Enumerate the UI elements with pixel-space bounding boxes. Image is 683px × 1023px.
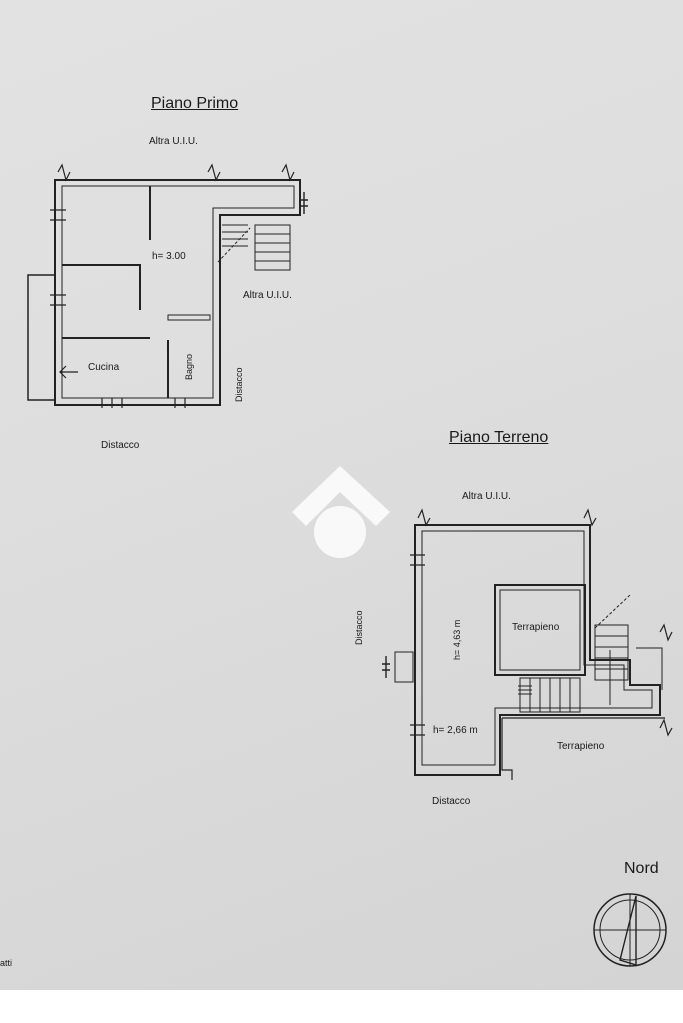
watermark-logo — [292, 466, 390, 558]
terreno-outer-wall — [414, 524, 661, 776]
terreno-right-room — [636, 647, 663, 690]
primo-window-2 — [174, 398, 186, 408]
cucina-arrow — [59, 365, 78, 379]
terreno-meter-icon — [382, 656, 390, 678]
primo-left-annex — [27, 274, 55, 401]
page-bottom-strip — [0, 990, 683, 1023]
terreno-stairs — [519, 677, 581, 713]
primo-meter-icon — [300, 192, 308, 214]
piano-primo-title: Piano Primo — [151, 95, 239, 112]
footer-text-fragment: atti — [0, 958, 13, 968]
terreno-altra-uiu-top: Altra U.I.U. — [462, 491, 511, 502]
terrapieno-outer-label: Terrapieno — [557, 741, 605, 752]
terreno-height-small: h= 2,66 m — [433, 725, 478, 736]
compass-needle — [619, 895, 637, 966]
terrapieno-box-inner — [499, 589, 581, 671]
terreno-window-marks — [410, 554, 425, 736]
primo-window-3 — [50, 209, 66, 306]
terreno-break-4 — [659, 718, 673, 737]
primo-outer-wall-inner — [61, 185, 295, 399]
terrapieno-inner-label: Terrapieno — [512, 622, 560, 633]
primo-break-1 — [57, 163, 71, 182]
terreno-distacco-left: Distacco — [354, 610, 364, 645]
terrapieno-box — [494, 584, 586, 676]
piano-terreno-title: Piano Terreno — [449, 429, 549, 446]
terreno-height-main: h= 4,63 m — [452, 619, 462, 660]
primo-distacco-bottom: Distacco — [101, 440, 140, 451]
terreno-hatch — [518, 685, 532, 695]
room-label-cucina: Cucina — [88, 362, 120, 373]
primo-distacco-right: Distacco — [234, 367, 244, 402]
primo-wall-2 — [62, 264, 141, 310]
terreno-stairs-right — [594, 624, 629, 681]
terreno-stairs-diag — [594, 594, 631, 629]
terreno-passage — [501, 717, 665, 780]
compass-cross — [594, 894, 666, 966]
primo-window-1 — [101, 398, 123, 408]
primo-height-label: h= 3.00 — [152, 251, 186, 262]
primo-stairs-diag — [217, 227, 251, 263]
primo-wall-4 — [167, 314, 211, 321]
primo-break-3 — [281, 163, 295, 182]
primo-outer-wall — [54, 179, 301, 406]
primo-stairs — [222, 224, 291, 271]
room-label-bagno: Bagno — [184, 353, 194, 380]
terreno-distacco-bottom: Distacco — [432, 796, 471, 807]
primo-altra-uiu-top: Altra U.I.U. — [149, 136, 198, 147]
primo-altra-uiu-right: Altra U.I.U. — [243, 290, 292, 301]
terreno-break-3 — [659, 623, 673, 642]
primo-break-2 — [207, 163, 221, 182]
terreno-window-left — [394, 651, 414, 683]
paper-sheet — [0, 0, 683, 990]
terreno-break-2 — [583, 508, 597, 527]
terreno-break-1 — [417, 508, 431, 527]
compass-label-nord: Nord — [624, 860, 659, 877]
